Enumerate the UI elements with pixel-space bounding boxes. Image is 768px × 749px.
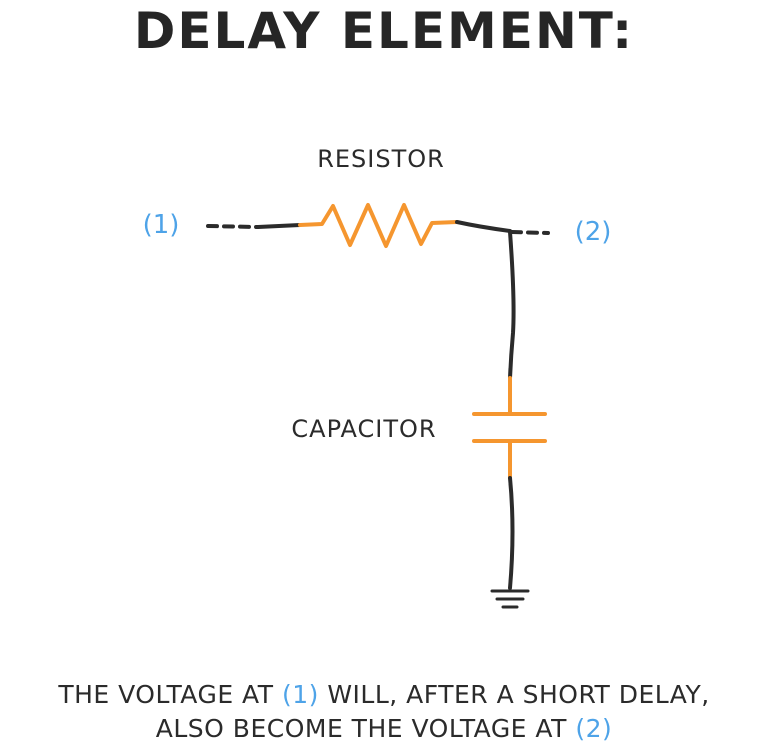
top-right-wire <box>455 220 512 233</box>
node-1-label: (1) <box>143 210 180 240</box>
left-dashed-lead <box>206 224 260 229</box>
caption-text: ALSO BECOME THE VOLTAGE AT <box>155 714 576 743</box>
vertical-wire-top <box>508 230 516 380</box>
right-dashed-lead <box>510 230 550 235</box>
resistor-label: RESISTOR <box>317 145 445 173</box>
page-title: DELAY ELEMENT: <box>133 2 635 60</box>
left-wire <box>256 223 302 229</box>
capacitor-label: CAPACITOR <box>291 415 436 443</box>
vertical-wire-bottom <box>508 476 515 590</box>
caption: THE VOLTAGE AT (1) WILL, AFTER A SHORT D… <box>0 678 768 746</box>
caption-line-2: ALSO BECOME THE VOLTAGE AT (2) <box>0 712 768 746</box>
caption-text: WILL, AFTER A SHORT DELAY, <box>318 680 710 709</box>
caption-node-2: (2) <box>575 714 613 743</box>
caption-line-1: THE VOLTAGE AT (1) WILL, AFTER A SHORT D… <box>0 678 768 712</box>
caption-text: THE VOLTAGE AT <box>58 680 282 709</box>
node-2-label: (2) <box>575 217 612 247</box>
resistor-symbol <box>298 203 459 248</box>
caption-node-1: (1) <box>281 680 319 709</box>
